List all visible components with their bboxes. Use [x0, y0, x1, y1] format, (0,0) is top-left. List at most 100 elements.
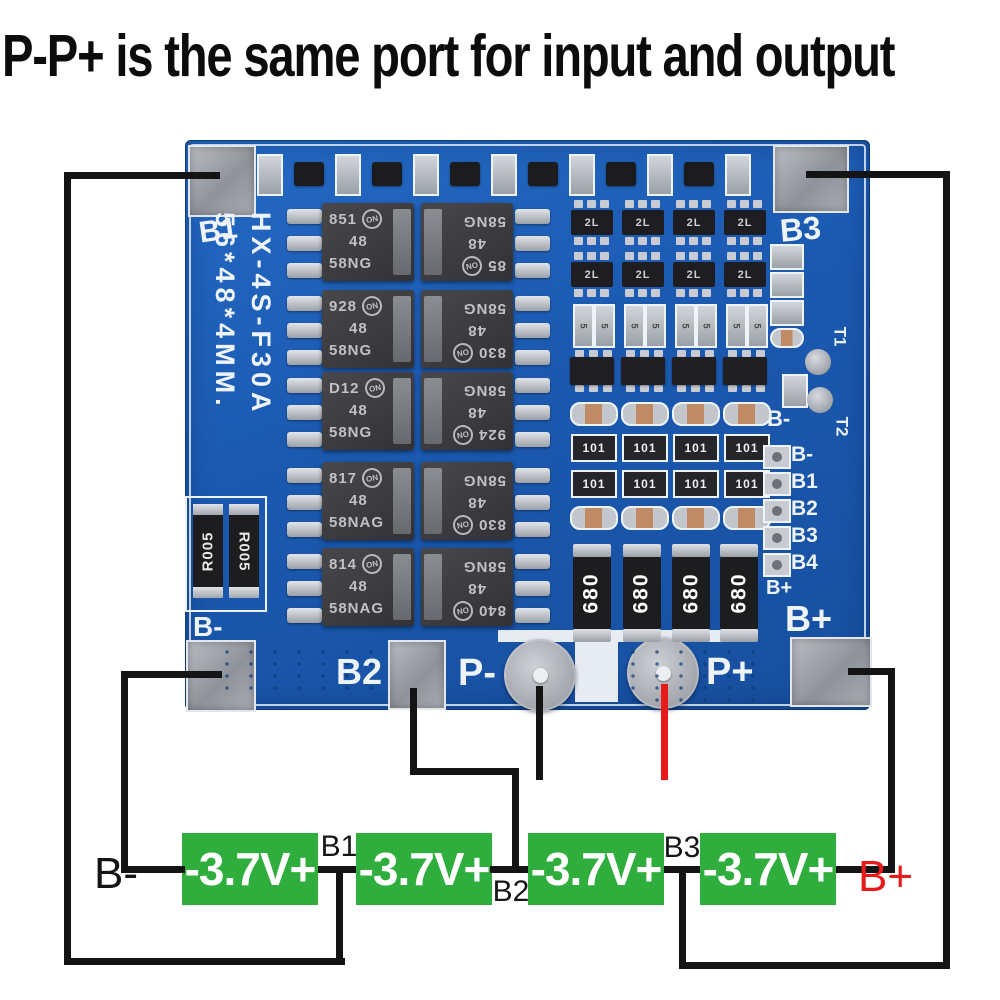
- smd-pad: [589, 385, 598, 392]
- pad-hole: [772, 479, 782, 489]
- terminal-label-b-minus: B-: [94, 849, 138, 898]
- smd-melf-resistor: [770, 328, 804, 348]
- board-label-t1: T1: [830, 326, 850, 347]
- smd-pad: [756, 385, 765, 392]
- mosfet-lead: [287, 468, 322, 483]
- board-model-text: HX-4S-F30A: [246, 212, 276, 417]
- mosfet-lead: [515, 263, 550, 278]
- smd-pad: [727, 252, 736, 260]
- via-dots: [215, 646, 375, 698]
- smd-pad: [600, 200, 609, 208]
- mosfet-line: 58NG: [462, 558, 506, 576]
- via-dots: [621, 646, 771, 702]
- smd-pad: [740, 237, 749, 245]
- battery-cell-3: -3.7V+: [528, 833, 664, 905]
- smd-melf-resistor: [672, 402, 720, 426]
- smd-mark: 5: [701, 323, 712, 329]
- smd-pad: [587, 237, 596, 245]
- wire-b-minus: [121, 671, 222, 678]
- wire-b-plus: [848, 668, 895, 675]
- mosfet-tab: [424, 554, 442, 620]
- mosfet-lead: [515, 350, 550, 365]
- smd-mark: 5: [629, 323, 640, 329]
- wire-b1: [64, 172, 220, 179]
- mosfet-line: 48: [467, 235, 486, 253]
- smd-resistor: [491, 154, 517, 196]
- resistor-cap: [573, 544, 611, 557]
- on-semi-logo: ON: [360, 207, 384, 231]
- smd-pad: [705, 385, 714, 392]
- smd-pad: [702, 200, 711, 208]
- mosfet-lead: [515, 608, 550, 623]
- smd-pad: [740, 252, 749, 260]
- battery-cell-1: -3.7V+: [182, 833, 318, 905]
- test-point-t2: [807, 387, 833, 413]
- pad-b3: [773, 145, 849, 213]
- pad-hole: [772, 533, 782, 543]
- mosfet-lead: [287, 323, 322, 338]
- mosfet-lead: [515, 405, 550, 420]
- smd-resistor-101: 101: [673, 434, 719, 462]
- power-resistor-680: 680: [720, 557, 758, 629]
- mosfet-tab: [393, 209, 411, 275]
- wire-b1: [64, 172, 71, 965]
- mosfet-lead: [287, 405, 322, 420]
- smd-pad: [753, 200, 762, 208]
- balance-pad-b-: [763, 445, 791, 469]
- mosfet-line: 58NG: [462, 472, 506, 490]
- smd-resistor: 5: [696, 304, 717, 348]
- on-semi-logo: ON: [460, 254, 485, 278]
- silk-strip-vertical: [575, 638, 618, 702]
- mosfet-lead: [515, 236, 550, 251]
- smd-transistor-2l: 2L: [571, 210, 613, 235]
- smd-pad: [587, 289, 596, 297]
- smd-resistor: [257, 154, 283, 196]
- mosfet-tab: [393, 554, 411, 620]
- smd-pad: [603, 350, 612, 357]
- balance-pad-label: B2: [791, 497, 818, 520]
- smd-ic: [672, 357, 716, 385]
- smd-resistor: 5: [726, 304, 747, 348]
- board-label-p-minus: P-: [458, 652, 496, 694]
- balance-pad-b2: [763, 499, 791, 523]
- resistor-cap: [573, 629, 611, 642]
- smd-ic: [570, 357, 614, 385]
- battery-cell-2: -3.7V+: [356, 833, 492, 905]
- smd-pad: [651, 289, 660, 297]
- smd-resistor: 5: [675, 304, 696, 348]
- smd-resistor-101: 101: [622, 470, 668, 498]
- mosfet-lead: [515, 209, 550, 224]
- smd-transistor-2l: 2L: [724, 262, 766, 287]
- on-semi-logo: ON: [360, 552, 384, 576]
- mosfet-line: 48: [349, 319, 368, 337]
- on-semi-logo: ON: [360, 466, 384, 490]
- smd-pad: [640, 350, 649, 357]
- mosfet-line: 48: [349, 232, 368, 250]
- balance-pad-label: B4: [791, 551, 818, 574]
- smd-pad: [742, 350, 751, 357]
- on-semi-logo: ON: [362, 376, 387, 400]
- smd-pad: [625, 289, 634, 297]
- smd-resistor-101: 101: [673, 470, 719, 498]
- board-dimensions-text: 56*48*4MM.: [210, 212, 240, 411]
- resistor-value: 680: [580, 572, 604, 614]
- mosfet-lead: [515, 495, 550, 510]
- smd-transistor-2l: 2L: [673, 262, 715, 287]
- pad-hole: [772, 560, 782, 570]
- smd-resistor-101: 101: [571, 470, 617, 498]
- smd-pad: [740, 289, 749, 297]
- board-label-p-plus: P+: [706, 651, 754, 693]
- shunt-resistor-group: R005 R005: [185, 496, 267, 612]
- junction-label-b2: B2: [492, 875, 530, 908]
- smd-melf-resistor: [570, 506, 618, 530]
- smd-pad: [600, 289, 609, 297]
